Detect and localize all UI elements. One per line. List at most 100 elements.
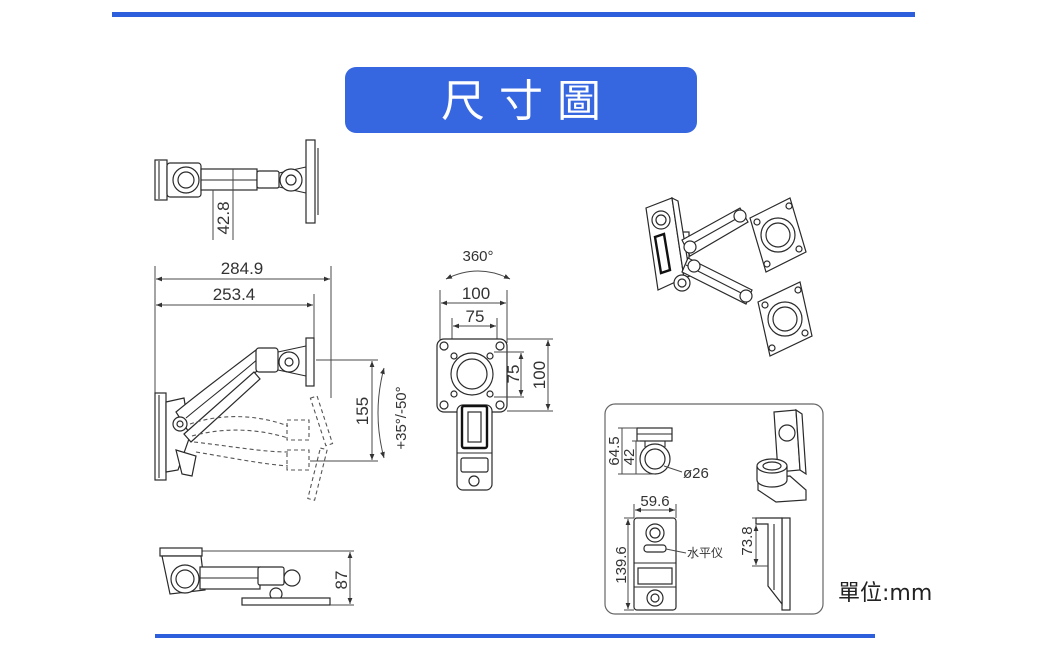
bottom-view-joint: [257, 566, 285, 586]
iso-upper-vesa-disc: [765, 222, 791, 248]
vesa-hole-outer-br: [495, 400, 505, 410]
vesa-hole-inner-br: [486, 390, 494, 398]
clamp-inner-depth-label: 42: [621, 449, 638, 466]
level-label: 水平仪: [687, 546, 723, 560]
bottom-view-tilt-knob: [283, 569, 301, 587]
rotation-label: 360°: [462, 248, 493, 265]
top-view-pole-inner-circle: [177, 171, 195, 189]
vesa-hole-inner-bl: [450, 390, 458, 398]
level-leader: [665, 548, 687, 554]
bottom-accent-line: [155, 634, 875, 638]
vesa-hole-outer-tl: [439, 341, 449, 351]
iso-lower-vesa-hole-1: [761, 301, 769, 309]
iso-upper-vesa-hole-4: [763, 260, 771, 268]
bottom-view-clamp-top: [159, 547, 203, 557]
lowered-arm-outline-upper-b: [191, 429, 289, 439]
top-view-tilt-knob-center: [285, 174, 297, 186]
side-view-tilt-knob-center: [284, 357, 294, 367]
iso-upper-arm-joint-head: [733, 209, 747, 223]
rotation-arc: [445, 270, 511, 280]
plate-height-label: 139.6: [613, 546, 630, 584]
front-view-drawing: 360° 100 75 75 100: [436, 248, 553, 491]
iso-lower-arm-joint-head: [739, 289, 753, 303]
top-view-vesa-plate-edge: [305, 139, 316, 224]
side-view-lower-link-arm: [183, 371, 261, 443]
base-detail-panel: 64.5 42 ø26 59.6 139.6 水平仪: [604, 403, 824, 615]
iso-plate-slot: [653, 232, 672, 275]
wall-plate-mid-band: [637, 567, 673, 585]
top-view-wall-plate: [154, 159, 168, 201]
height-range-label: 155: [353, 397, 372, 425]
iso-upper-arm-joint-base: [683, 240, 697, 254]
clamp-3d-cylinder-bore: [762, 461, 782, 471]
wall-plate-upper-hole-inner: [649, 527, 661, 539]
clamp-outer-depth-label: 64.5: [606, 436, 623, 465]
vesa-hole-outer-tr: [495, 341, 505, 351]
side-view-gas-spring-detail: [185, 357, 260, 419]
plate-depth-label: 73.8: [739, 526, 756, 555]
top-view-drawing: 42.8: [154, 139, 319, 240]
unit-label: 單位:mm: [838, 581, 932, 606]
page-title: 尺 寸 圖: [441, 76, 601, 127]
plate-width-label: 59.6: [640, 493, 669, 510]
tilt-range-arc: [377, 367, 385, 459]
iso-upper-vesa-hole-1: [753, 218, 761, 226]
bottom-view-vesa-plate: [241, 597, 331, 606]
iso-upper-vesa-hole-3: [795, 245, 803, 253]
overall-length-label: 284.9: [221, 259, 264, 278]
top-view-elbow-joint: [256, 170, 280, 189]
iso-lower-vesa-hole-4: [768, 344, 776, 352]
lowered-arm-outline-lower-a: [193, 441, 289, 453]
iso-plate-hole-inner: [655, 214, 667, 226]
vesa-inner-width-label: 75: [466, 307, 485, 326]
lowered-head-lower: [286, 449, 310, 471]
side-view-drawing: 284.9 253.4 155 +35°/-50°: [154, 259, 410, 501]
title-banner: 尺 寸 圖: [345, 67, 697, 133]
lowered-arm-outline-lower-b: [195, 451, 289, 467]
reach-label: 253.4: [213, 285, 256, 304]
vesa-inner-height-label: 75: [504, 365, 523, 384]
front-view-arm-slot: [467, 411, 482, 443]
vesa-hole-inner-tl: [450, 352, 458, 360]
tilted-vesa-plate-down: [307, 447, 328, 501]
side-view-gas-spring-arm: [175, 349, 267, 436]
side-view-base-pivot-center: [176, 420, 184, 428]
top-view-width-label: 42.8: [214, 201, 233, 234]
iso-lower-vesa-hole-2: [794, 286, 802, 294]
iso-upper-arm-detail: [687, 214, 744, 247]
wall-plate-lower-hole-inner: [650, 593, 660, 603]
side-view-tilt-head-block: [255, 347, 279, 373]
vesa-hole-inner-tr: [486, 352, 494, 360]
wall-plate-level-slot: [643, 544, 667, 553]
vesa-hole-outer-bl: [439, 400, 449, 410]
side-view-vesa-plate: [305, 337, 315, 387]
plate-side-vertical: [781, 517, 791, 611]
tilt-range-label: +35°/-50°: [393, 386, 410, 449]
top-accent-line: [112, 12, 915, 17]
iso-knob-center: [677, 278, 687, 288]
clamp-ring-inner: [644, 448, 666, 470]
iso-lower-arm-joint-base: [687, 259, 701, 273]
isometric-dual-arm-drawing: [645, 196, 813, 357]
title-box: [345, 67, 697, 133]
side-view-wall-plate: [154, 392, 167, 481]
pole-diameter-label: ø26: [683, 465, 709, 482]
bottom-view-drawing: 87: [159, 547, 354, 606]
vesa-plate-center-disc: [456, 358, 488, 390]
side-view-clamp-lever: [175, 449, 197, 477]
iso-lower-vesa-disc: [772, 306, 798, 332]
iso-lower-vesa-hole-3: [801, 329, 809, 337]
vesa-outer-width-label: 100: [462, 284, 490, 303]
base-detail-frame: [604, 403, 824, 615]
plate-side-bracket: [755, 517, 783, 606]
tilted-vesa-plate-up: [309, 395, 334, 447]
side-view-tilt-bracket: [277, 345, 307, 377]
front-view-arm-bolt: [468, 475, 480, 487]
lowered-head-upper: [286, 419, 310, 441]
clamp-3d-plate-hole: [778, 424, 796, 442]
iso-upper-vesa-hole-2: [785, 202, 793, 210]
clamp-3d-plate-side: [795, 408, 807, 476]
pole-diameter-leader: [663, 465, 683, 473]
bottom-view-pole-inner: [175, 569, 195, 589]
